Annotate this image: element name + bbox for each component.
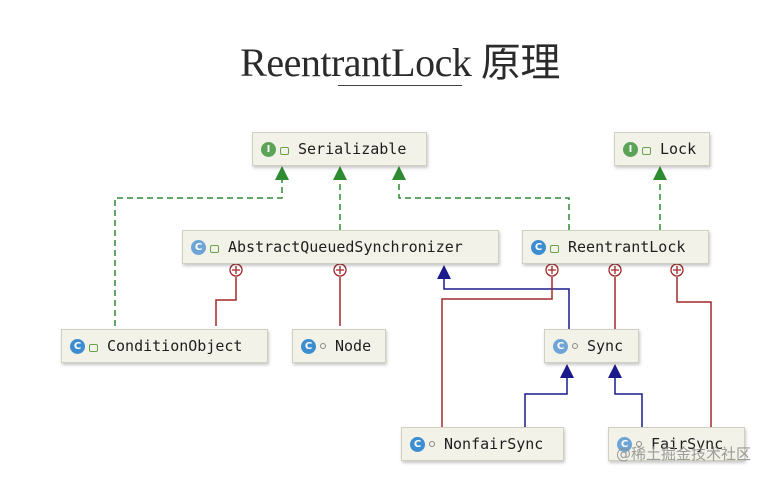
public-lock-icon <box>550 245 559 253</box>
class-icon: C <box>301 338 316 354</box>
node-serializable[interactable]: I Serializable <box>252 132 427 166</box>
arrowhead-implements-4 <box>653 166 667 180</box>
node-label: Serializable <box>298 140 407 158</box>
diagram-title: ReentrantLock 原理 <box>240 40 560 85</box>
node-nonfairsync[interactable]: C NonfairSync <box>401 427 564 461</box>
node-conditionobject[interactable]: C ConditionObject <box>61 329 268 363</box>
edge-reentrantlock-serializable <box>398 178 570 230</box>
node-label: Node <box>335 337 372 355</box>
class-icon: C <box>70 338 85 354</box>
node-label: NonfairSync <box>444 435 544 453</box>
edge-nonfairsync-sync <box>524 377 568 427</box>
arrowhead-extends-3 <box>608 364 622 378</box>
class-icon: C <box>410 436 425 452</box>
arrowhead-extends-1 <box>437 265 451 279</box>
node-label: ConditionObject <box>107 337 243 355</box>
class-icon: C <box>531 239 546 255</box>
edge-fairsync-sync <box>614 377 643 427</box>
abstract-class-icon: C <box>617 436 632 452</box>
package-private-icon <box>636 441 642 447</box>
package-private-icon <box>429 441 435 447</box>
watermark: @稀土掘金技术社区 <box>615 445 751 463</box>
public-lock-icon <box>642 147 651 155</box>
package-private-icon <box>572 343 578 349</box>
public-lock-icon <box>280 147 289 155</box>
public-lock-icon <box>89 344 98 352</box>
arrowhead-extends-2 <box>560 364 574 378</box>
node-label: AbstractQueuedSynchronizer <box>228 238 463 256</box>
node-label: Sync <box>587 337 624 355</box>
node-sync[interactable]: C Sync <box>544 329 639 363</box>
edge-reentrantlock-nonfairsync <box>441 277 553 428</box>
node-lock[interactable]: I Lock <box>614 132 710 166</box>
edge-conditionobject-serializable <box>114 178 283 326</box>
arrowhead-implements-1 <box>275 166 289 180</box>
node-fairsync[interactable]: C FairSync <box>608 427 745 461</box>
node-label: ReentrantLock <box>568 238 686 256</box>
node-label: Lock <box>660 140 697 158</box>
title-underline <box>338 85 462 86</box>
public-lock-icon <box>210 245 219 253</box>
abstract-class-icon: C <box>553 338 568 354</box>
node-label: FairSync <box>651 435 724 453</box>
edge-reentrantlock-fairsync <box>676 277 712 428</box>
node-aqs[interactable]: C AbstractQueuedSynchronizer <box>182 230 499 264</box>
interface-icon: I <box>261 141 276 157</box>
abstract-class-icon: C <box>191 239 206 255</box>
edge-sync-aqs <box>443 278 570 329</box>
package-private-icon <box>320 343 326 349</box>
node-reentrantlock[interactable]: C ReentrantLock <box>522 230 709 264</box>
edge-aqs-conditionobject <box>215 277 237 326</box>
interface-icon: I <box>623 141 638 157</box>
arrowhead-implements-2 <box>333 166 347 180</box>
node-node[interactable]: C Node <box>292 329 386 363</box>
arrowhead-implements-3 <box>392 166 406 180</box>
